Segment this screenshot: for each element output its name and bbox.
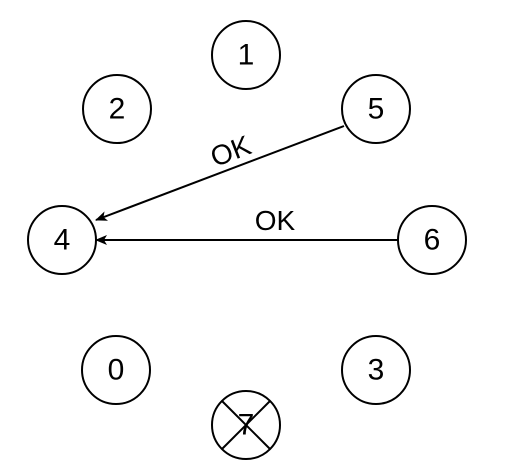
edge-label-5-4: OK: [206, 129, 255, 173]
node-circle: [27, 205, 97, 275]
node-circle: [82, 74, 152, 144]
node-circle: [81, 335, 151, 405]
failed-cross-icon: [221, 400, 271, 450]
node-6: 6: [397, 205, 467, 275]
node-2: 2: [82, 74, 152, 144]
node-label: 1: [238, 39, 255, 72]
node-label: 4: [54, 224, 71, 257]
node-3: 3: [341, 335, 411, 405]
edge-label-6-4: OK: [255, 205, 296, 236]
edge-5-to-4: OK: [95, 125, 345, 221]
cross-line-b: [221, 400, 271, 450]
node-circle: [397, 205, 467, 275]
node-label: 3: [368, 354, 385, 387]
node-5: 5: [341, 74, 411, 144]
node-label: 6: [424, 224, 441, 257]
node-label: 5: [368, 93, 385, 126]
node-circle: [341, 74, 411, 144]
node-circle: [211, 20, 281, 90]
edge-line-5-4: [95, 125, 345, 221]
node-label: 0: [108, 354, 125, 387]
edge-6-to-4: OK: [95, 205, 398, 245]
node-7-failed: 7: [211, 390, 281, 460]
node-0: 0: [81, 335, 151, 405]
node-circle: [341, 335, 411, 405]
node-1: 1: [211, 20, 281, 90]
node-label: 2: [109, 93, 126, 126]
node-4: 4: [27, 205, 97, 275]
